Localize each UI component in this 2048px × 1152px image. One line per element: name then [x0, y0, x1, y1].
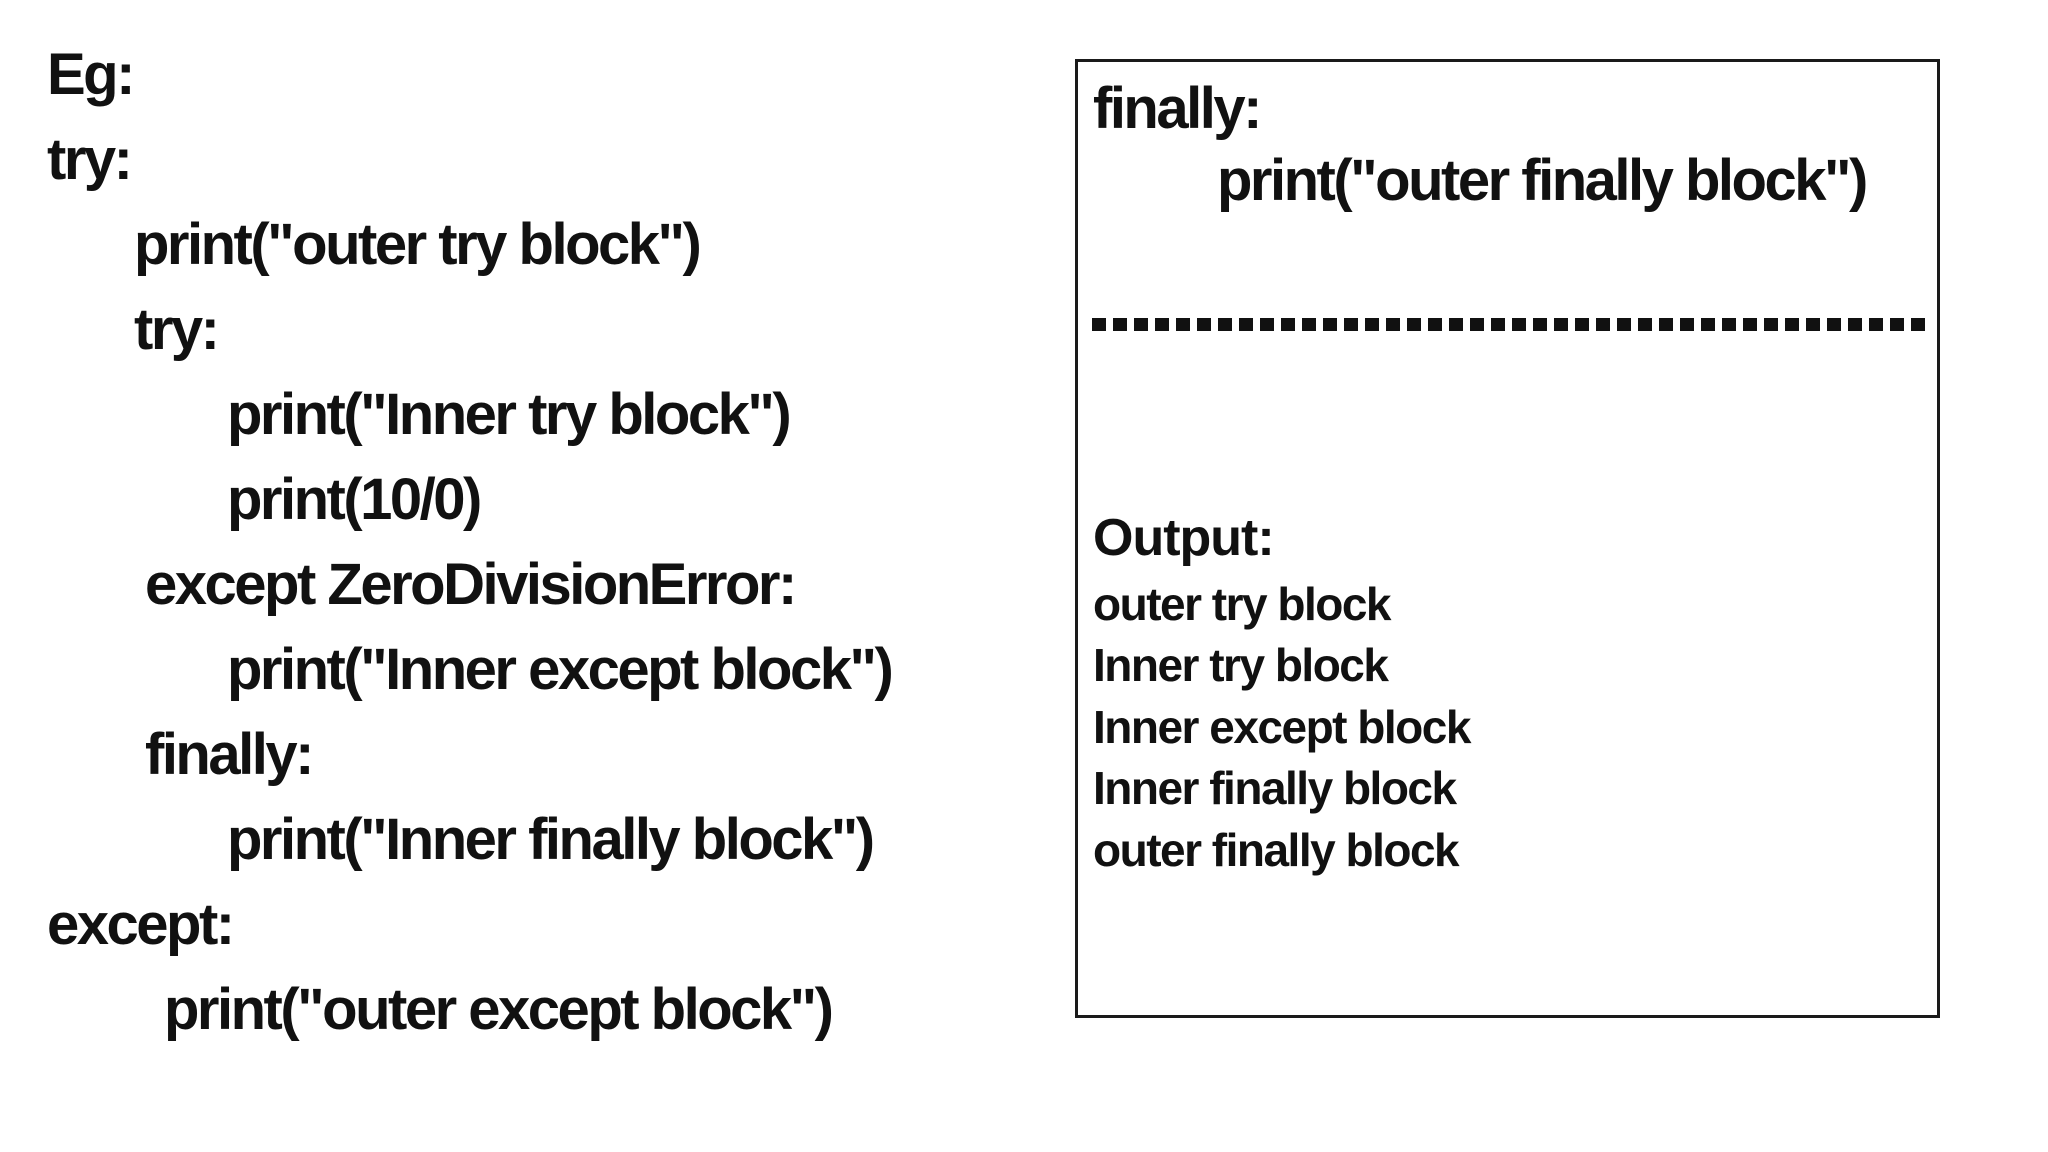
code-line-outer-finally: finally: [1093, 75, 1262, 141]
code-line-eg: Eg: [47, 42, 135, 107]
dashed-divider [1092, 318, 1927, 331]
output-line-inner-finally: Inner finally block [1093, 762, 1457, 815]
code-line-print-outer-try: print("outer try block") [134, 212, 702, 277]
output-line-inner-except: Inner except block [1093, 700, 1471, 753]
code-line-outer-except: except: [47, 892, 235, 957]
output-box-code: finally: print("outer finally block") [1093, 72, 1929, 216]
code-line-except-zerodivision: except ZeroDivisionError: [145, 552, 797, 617]
code-line-print-10-0: print(10/0) [227, 467, 482, 532]
code-line-outer-try: try: [47, 127, 133, 192]
output-heading: Output: [1093, 509, 1275, 567]
code-line-inner-finally: finally: [145, 722, 314, 787]
code-line-print-outer-finally: print("outer finally block") [1217, 147, 1868, 213]
code-example-panel: Eg: try: print("outer try block") try: p… [47, 32, 894, 1052]
code-line-inner-try: try: [134, 297, 220, 362]
output-line-inner-try: Inner try block [1093, 639, 1389, 692]
code-line-print-outer-except: print("outer except block") [164, 977, 834, 1042]
code-line-print-inner-try: print("Inner try block") [227, 382, 792, 447]
output-box: finally: print("outer finally block") Ou… [1075, 59, 1940, 1018]
output-line-outer-finally: outer finally block [1093, 823, 1460, 876]
output-lines: outer try block Inner try block Inner ex… [1093, 573, 1471, 881]
code-line-print-inner-except: print("Inner except block") [227, 637, 894, 702]
output-line-outer-try: outer try block [1093, 577, 1392, 630]
code-line-print-inner-finally: print("Inner finally block") [227, 807, 875, 872]
